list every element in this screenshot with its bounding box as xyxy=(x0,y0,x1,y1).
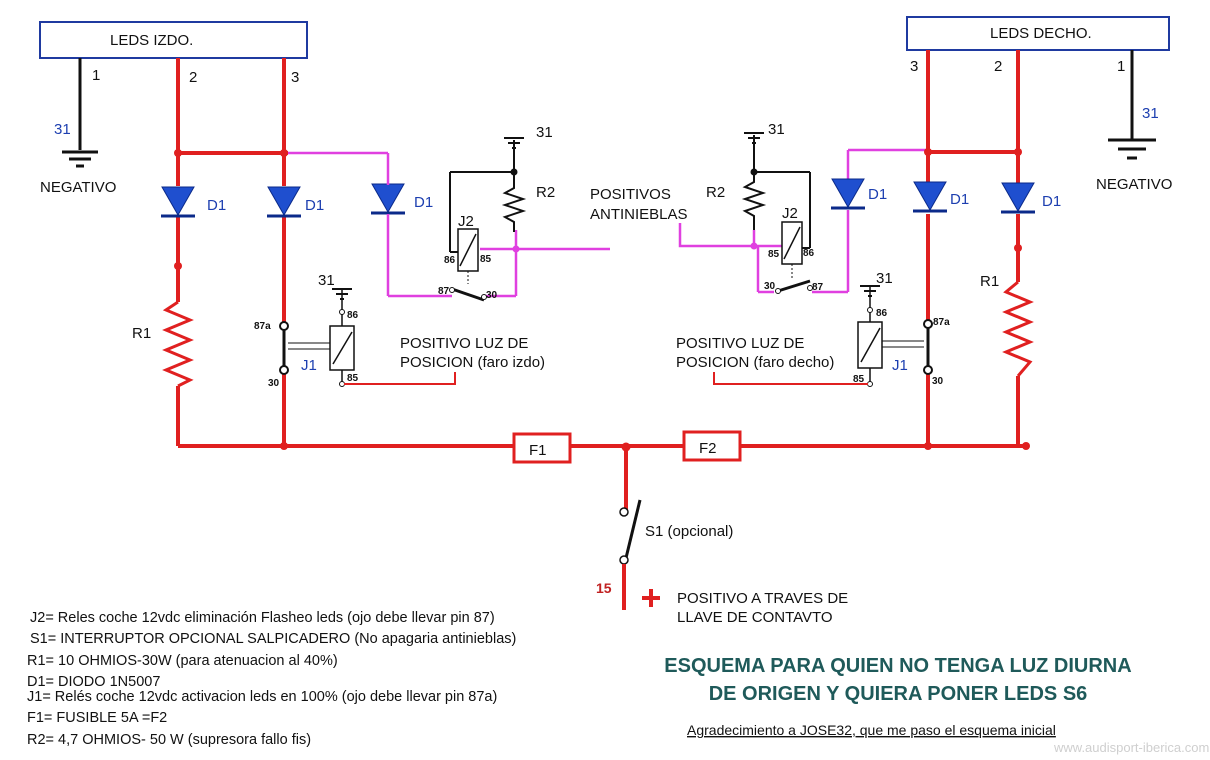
luz-izdo-line1: POSITIVO LUZ DE xyxy=(400,335,528,352)
pin-86-right-j2: 86 xyxy=(803,248,815,259)
ground-symbol-left xyxy=(62,150,98,168)
pin-86-left-j1: 86 xyxy=(347,310,359,321)
leds-izdo-box xyxy=(39,21,308,59)
fuse-f2 xyxy=(682,430,742,462)
ground-31-right: 31 xyxy=(1142,105,1159,122)
pin-85-left-j1: 85 xyxy=(347,373,359,384)
legend-line-5: J1= Relés coche 12vdc activacion leds en… xyxy=(27,689,497,705)
plus-icon xyxy=(642,589,660,607)
fuse-f2-label: F2 xyxy=(699,440,717,457)
pin-86-left-j2: 86 xyxy=(444,255,456,266)
diode-label-4: D1 xyxy=(868,186,887,203)
r2-label-left: R2 xyxy=(536,184,555,201)
positivos-label: POSITIVOS xyxy=(590,186,671,203)
pin-87a-left: 87a xyxy=(254,321,271,332)
pin-87a-right: 87a xyxy=(933,317,950,328)
pin-2-left: 2 xyxy=(189,69,197,86)
pin-85-right-j2: 85 xyxy=(768,249,780,260)
ground-31-left: 31 xyxy=(54,121,71,138)
pin-15-label: 15 xyxy=(596,580,612,596)
pin-30-right-j2: 30 xyxy=(764,281,776,292)
legend-line-1: J2= Reles coche 12vdc eliminación Flashe… xyxy=(30,610,495,626)
pin-30-left-j1: 30 xyxy=(268,378,280,389)
pin-87-left-j2: 87 xyxy=(438,286,450,297)
pin-30-right-j1: 30 xyxy=(932,376,944,387)
legend-line-2: S1= INTERRUPTOR OPCIONAL SALPICADERO (No… xyxy=(30,631,516,647)
legend-line-3: R1= 10 OHMIOS-30W (para atenuacion al 40… xyxy=(27,653,338,669)
supply-line1: POSITIVO A TRAVES DE xyxy=(677,590,848,607)
j2-label-left: J2 xyxy=(458,213,474,230)
ground-31-j1-left: 31 xyxy=(318,272,335,289)
supply-line2: LLAVE DE CONTAVTO xyxy=(677,609,833,626)
legend-line-7: R2= 4,7 OHMIOS- 50 W (supresora fallo fi… xyxy=(27,732,311,748)
j2-label-right: J2 xyxy=(782,205,798,222)
negativo-left: NEGATIVO xyxy=(40,179,116,196)
legend: J2= Reles coche 12vdc eliminación Flashe… xyxy=(27,610,516,748)
pin-85-left-j2: 85 xyxy=(480,254,492,265)
pin-30-left-j2: 30 xyxy=(486,290,498,301)
diode-label-2: D1 xyxy=(305,197,324,214)
diode-label-6: D1 xyxy=(1042,193,1061,210)
title-line2: DE ORIGEN Y QUIERA PONER LEDS S6 xyxy=(709,683,1088,705)
fuse-f1 xyxy=(512,432,572,464)
pin-1-left: 1 xyxy=(92,67,100,84)
r2-label-right: R2 xyxy=(706,184,725,201)
fuse-f1-label: F1 xyxy=(529,442,547,459)
title-line1: ESQUEMA PARA QUIEN NO TENGA LUZ DIURNA xyxy=(664,655,1131,677)
legend-line-4: D1= DIODO 1N5007 xyxy=(27,674,160,690)
j1-label-left: J1 xyxy=(301,357,317,374)
watermark: www.audisport-iberica.com xyxy=(1053,740,1209,755)
legend-line-6: F1= FUSIBLE 5A =F2 xyxy=(27,710,167,726)
pin-2-right: 2 xyxy=(994,58,1002,75)
diode-label-1: D1 xyxy=(207,197,226,214)
diode-label-3: D1 xyxy=(414,194,433,211)
leds-decho-label: LEDS DECHO. xyxy=(990,25,1092,42)
ground-31-j2-left: 31 xyxy=(536,124,553,141)
ground-31-j2-right: 31 xyxy=(768,121,785,138)
pin-3-left: 3 xyxy=(291,69,299,86)
r1-label-right: R1 xyxy=(980,273,999,290)
ground-31-j1-right: 31 xyxy=(876,270,893,287)
ground-symbol-right xyxy=(1108,138,1156,160)
luz-decho-line1: POSITIVO LUZ DE xyxy=(676,335,804,352)
pin-85-right-j1: 85 xyxy=(853,374,865,385)
pin-3-right: 3 xyxy=(910,58,918,75)
switch-s1 xyxy=(624,499,642,559)
pin-87-right-j2: 87 xyxy=(812,282,824,293)
acknowledgement: Agradecimiento a JOSE32, que me paso el … xyxy=(687,722,1056,738)
leds-decho-box xyxy=(906,16,1170,51)
diode-label-5: D1 xyxy=(950,191,969,208)
j1-label-right: J1 xyxy=(892,357,908,374)
pin-86-right-j1: 86 xyxy=(876,308,888,319)
pin-1-right: 1 xyxy=(1117,58,1125,75)
r1-label-left: R1 xyxy=(132,325,151,342)
luz-decho-line2: POSICION (faro decho) xyxy=(676,354,834,371)
antinieblas-label: ANTINIEBLAS xyxy=(590,206,688,223)
negativo-right: NEGATIVO xyxy=(1096,176,1172,193)
switch-s1-label: S1 (opcional) xyxy=(645,523,733,540)
leds-izdo-label: LEDS IZDO. xyxy=(110,32,193,49)
luz-izdo-line2: POSICION (faro izdo) xyxy=(400,354,545,371)
